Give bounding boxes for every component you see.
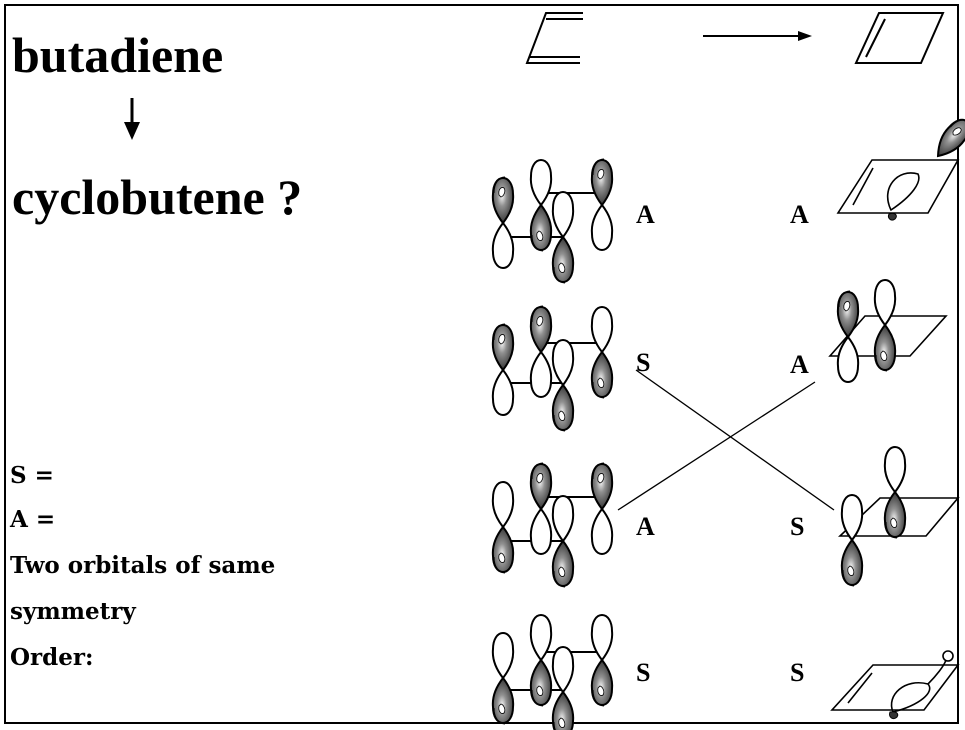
- s-definition: S =: [10, 462, 54, 489]
- cyclobutene-label-sigma: S: [790, 658, 805, 687]
- cyclobutene-label-pi: S: [790, 512, 805, 541]
- butadiene-label-mo2: A: [636, 512, 655, 541]
- a-definition: A =: [10, 506, 56, 533]
- order-note: Order:: [10, 644, 94, 671]
- butadiene-mo-4: [491, 158, 614, 284]
- butadiene-label-mo4: A: [636, 200, 655, 229]
- cyclobutene-label-sigma-star: A: [790, 200, 809, 229]
- butadiene-skeleton: [525, 12, 583, 64]
- down-arrow-icon: [124, 98, 140, 140]
- cyclobutene-pi: [837, 446, 960, 587]
- correlation-line-s: [635, 369, 835, 511]
- same-symmetry-note-line1: Two orbitals of same: [10, 552, 276, 579]
- slide-frame: [4, 4, 959, 724]
- same-symmetry-note-line2: symmetry: [10, 598, 136, 625]
- butadiene-label-mo1: S: [636, 658, 651, 687]
- cyclobutene-skeleton: [854, 12, 945, 64]
- butadiene-label-mo3: S: [636, 348, 651, 377]
- butadiene-mo-3: [491, 305, 614, 432]
- cyclobutene-pi-star: [828, 279, 948, 383]
- cyclobutene-title: cyclobutene ?: [12, 169, 303, 225]
- butadiene-title: butadiene: [12, 27, 224, 83]
- cyclobutene-sigma: [830, 650, 960, 720]
- butadiene-mo-2: [491, 462, 614, 588]
- cyclobutene-label-pi-star: A: [790, 350, 809, 379]
- cyclobutene-sigma-star: [836, 113, 965, 221]
- butadiene-mo-1: [491, 614, 614, 730]
- right-arrow-icon: [703, 31, 812, 41]
- correlation-line-a: [617, 381, 816, 511]
